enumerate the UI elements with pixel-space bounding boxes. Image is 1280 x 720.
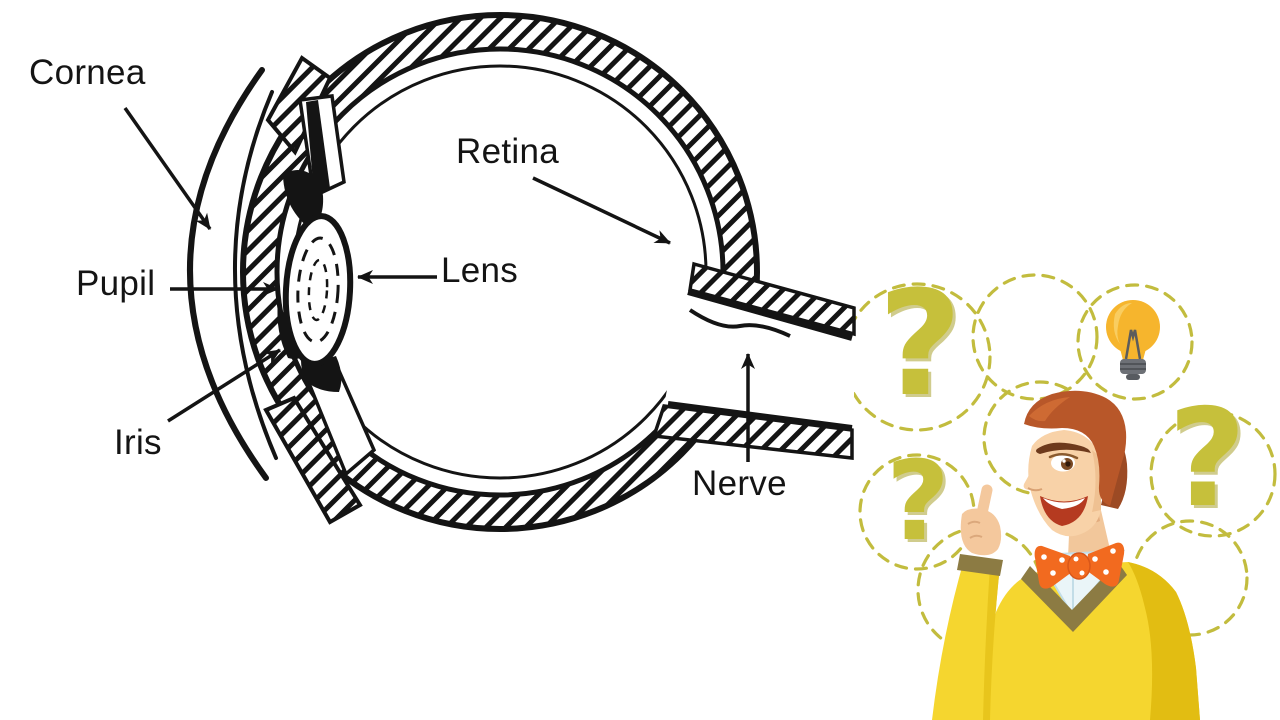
label-cornea: Cornea [29, 53, 146, 92]
optic-nerve [651, 261, 856, 460]
lens-shape [282, 213, 354, 367]
hair-highlight [1029, 397, 1070, 422]
label-arrows [123, 106, 755, 462]
label-nerve: Nerve [692, 464, 787, 503]
head [1023, 390, 1128, 537]
bulb-base [1120, 359, 1146, 374]
label-pupil: Pupil [76, 264, 156, 303]
teeth [1043, 498, 1085, 509]
label-iris: Iris [114, 423, 162, 462]
cornea-arrow [123, 106, 212, 231]
bow-tie-icon [1034, 542, 1125, 589]
nose [1023, 466, 1041, 490]
hair [1024, 390, 1127, 506]
filament [1124, 329, 1142, 360]
eyebrow [1036, 442, 1091, 454]
retina-arrow [532, 176, 671, 245]
question-mark-icon: ? [1168, 380, 1247, 537]
label-retina: Retina [456, 132, 559, 171]
thinking-man-illustration [932, 390, 1200, 720]
thought-bubble-circle [1076, 283, 1194, 401]
pointing-hand [960, 484, 1002, 556]
eye-cross-section-illustration [123, 12, 856, 532]
question-mark-icon: ? [886, 437, 950, 565]
raised-arm [932, 554, 1003, 720]
sweater [978, 562, 1200, 720]
light-bulb-icon [1106, 300, 1160, 380]
question-mark-icon: ? [878, 260, 963, 429]
label-lens: Lens [441, 251, 519, 290]
cornea-arc [187, 67, 278, 481]
index-finger [972, 484, 993, 538]
ciliary-slit [306, 100, 330, 194]
sleeve-cuff [957, 554, 1003, 576]
thought-bubble-circle [1149, 410, 1277, 538]
thought-bubble-circle [971, 273, 1099, 401]
iris-arrow [167, 348, 281, 423]
